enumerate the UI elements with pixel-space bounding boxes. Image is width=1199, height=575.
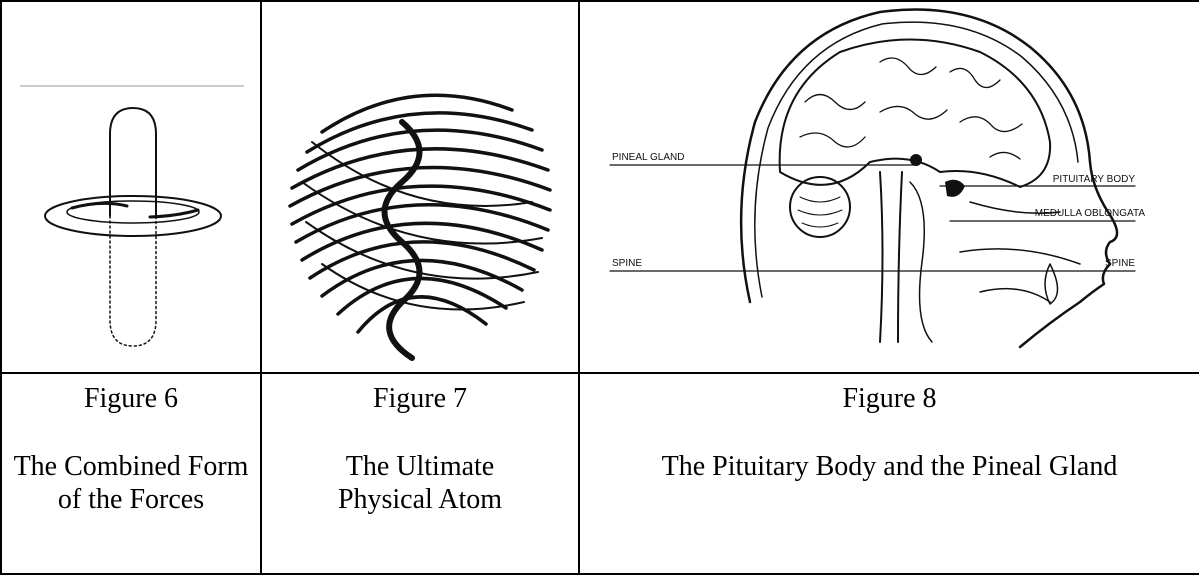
figure-7-title: The Ultimate Physical Atom: [262, 450, 578, 516]
medulla-oblongata-label: MEDULLA OBLONGATA: [1035, 208, 1146, 219]
figure-6-title: The Combined Form of the Forces: [2, 450, 260, 516]
brain-section-icon: PINEAL GLAND PITUITARY BODY MEDULLA OBLO…: [580, 2, 1197, 370]
combined-forces-icon: [2, 2, 258, 370]
spine-left-label: SPINE: [612, 258, 642, 269]
pineal-gland-label: PINEAL GLAND: [612, 152, 684, 163]
figure-7-caption: Figure 7 The Ultimate Physical Atom: [261, 373, 579, 574]
figure-6-image-cell: [1, 1, 261, 373]
pituitary-body-label: PITUITARY BODY: [1053, 174, 1136, 185]
figure-6-number: Figure 6: [2, 374, 260, 415]
ultimate-atom-icon: [262, 2, 576, 370]
figure-8-image-cell: PINEAL GLAND PITUITARY BODY MEDULLA OBLO…: [579, 1, 1199, 373]
figure-8-title: The Pituitary Body and the Pineal Gland: [580, 450, 1199, 483]
figure-8-caption: Figure 8 The Pituitary Body and the Pine…: [579, 373, 1199, 574]
figure-6-caption: Figure 6 The Combined Form of the Forces: [1, 373, 261, 574]
spine-right-label: SPINE: [1105, 258, 1135, 269]
figure-8-number: Figure 8: [580, 374, 1199, 415]
figure-7-image-cell: [261, 1, 579, 373]
figure-7-number: Figure 7: [262, 374, 578, 415]
